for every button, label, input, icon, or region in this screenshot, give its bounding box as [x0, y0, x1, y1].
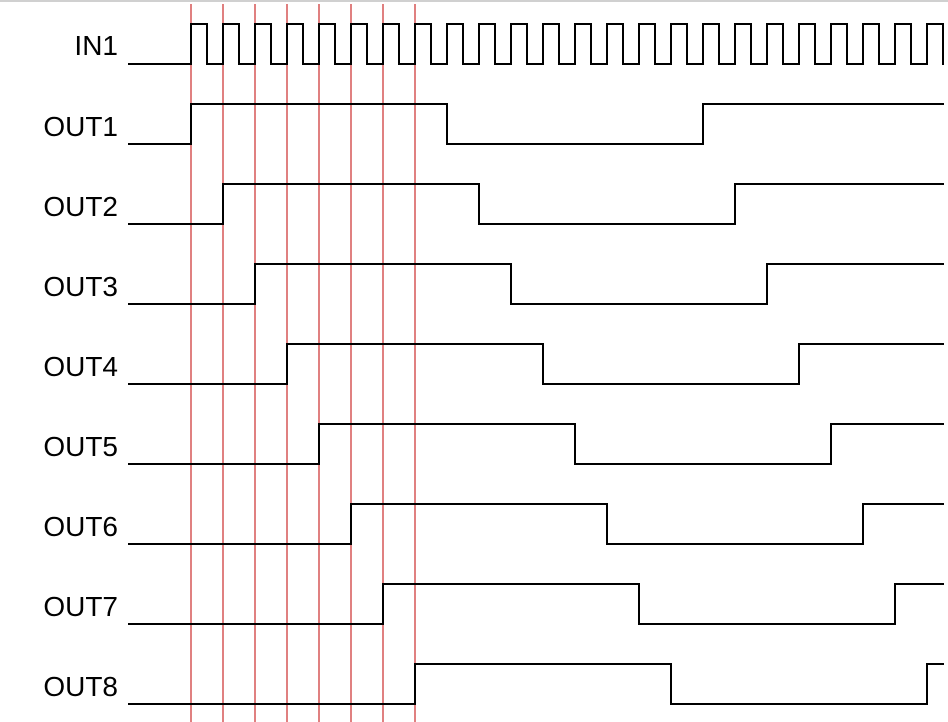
out1-waveform: [128, 103, 944, 145]
marker-lines: [190, 4, 416, 722]
out4-label: OUT4: [43, 351, 118, 382]
out6-label: OUT6: [43, 511, 118, 542]
out3-waveform: [128, 263, 944, 305]
out3-label: OUT3: [43, 271, 118, 302]
waveforms: [128, 23, 944, 705]
out4-waveform: [128, 343, 944, 385]
out2-label: OUT2: [43, 191, 118, 222]
out8-waveform: [128, 663, 944, 705]
out1-label: OUT1: [43, 111, 118, 142]
in1-label: IN1: [74, 30, 118, 61]
out7-label: OUT7: [43, 591, 118, 622]
in1-waveform: [128, 23, 944, 65]
out2-waveform: [128, 183, 944, 225]
out5-waveform: [128, 423, 944, 465]
out8-label: OUT8: [43, 671, 118, 702]
out6-waveform: [128, 503, 944, 545]
out7-waveform: [128, 583, 944, 625]
out5-label: OUT5: [43, 431, 118, 462]
